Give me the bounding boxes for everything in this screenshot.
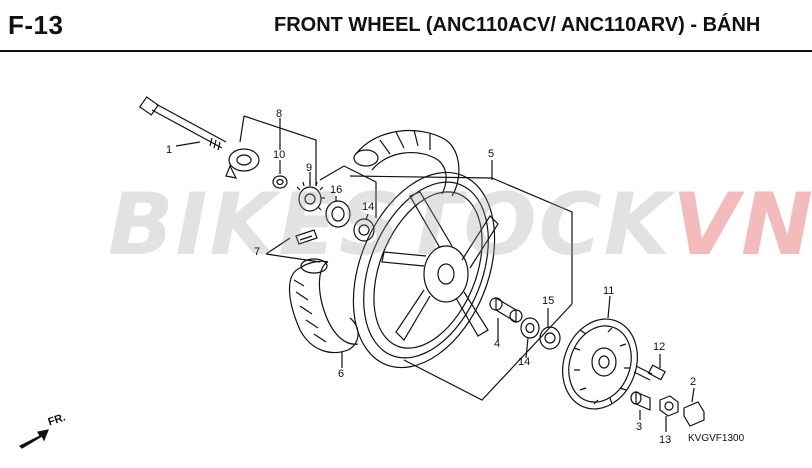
callout-12: 12 [653,341,666,353]
disk-bolt [633,364,666,381]
washer [272,175,288,189]
axle-bolt [138,96,227,151]
axle-nut [659,395,679,417]
callout-10: 10 [273,149,286,161]
callout-6: 6 [338,368,345,380]
watermark: BIKESTOCKVN [108,175,812,275]
watermark-main: BIKESTOCK [108,175,673,275]
callout-14-right: 14 [518,356,531,368]
dust-seal-right [539,326,561,350]
callout-2: 2 [690,376,697,388]
bearing-left [353,218,375,242]
drawing-code: KVGVF1300 [688,433,745,444]
callout-16: 16 [330,184,343,196]
page-code: F-13 [8,10,64,40]
header-rule [0,50,812,52]
callout-4: 4 [494,338,501,350]
tire-valve [295,229,318,245]
front-wheel-rim [352,171,499,369]
parts-diagram [18,96,705,449]
callout-15: 15 [542,295,555,307]
bearing-right [520,317,540,339]
brake-disk [562,318,638,410]
callout-8: 8 [276,108,283,120]
page-header: F-13 FRONT WHEEL (ANC110ACV/ ANC110ARV) … [0,0,812,52]
callout-11: 11 [603,285,615,297]
speedometer-gearbox [225,148,260,179]
callout-13: 13 [659,434,672,446]
axle-spacer [489,296,523,324]
callout-9: 9 [306,162,313,174]
axle-cap [683,401,705,427]
watermark-accent: VN [672,175,812,275]
dust-seal [325,200,351,228]
front-tire [289,258,359,354]
callout-5: 5 [488,148,495,160]
direction-arrow [18,429,49,449]
callout-14-left: 14 [362,201,375,213]
callout-7: 7 [254,246,261,258]
page-title: FRONT WHEEL (ANC110ACV/ ANC110ARV) - BÁN… [274,14,761,36]
callout-3: 3 [636,421,643,433]
side-collar [630,391,651,411]
callout-1: 1 [166,144,173,156]
